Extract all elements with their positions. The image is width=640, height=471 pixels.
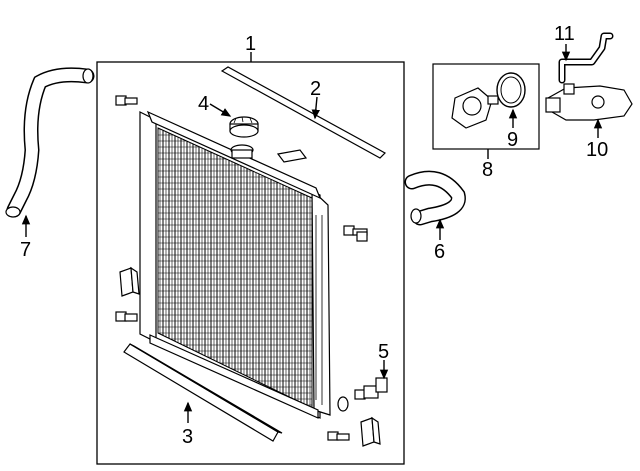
leader-lines xyxy=(21,44,603,423)
drain-plug xyxy=(337,377,388,412)
bolt-left-lower xyxy=(115,311,138,322)
radiator-seal-strip xyxy=(220,66,386,159)
radiator-core xyxy=(139,110,331,419)
callout-7: 7 xyxy=(20,239,31,261)
bolt-top-left xyxy=(115,95,138,106)
callout-11: 11 xyxy=(554,23,575,45)
bolt-bottom xyxy=(327,431,350,441)
thermostat xyxy=(451,87,499,129)
callout-2: 2 xyxy=(310,78,321,100)
radiator-filler-neck xyxy=(230,144,254,159)
bolt-right-mid xyxy=(343,225,368,242)
bypass-pipe xyxy=(558,32,614,84)
lower-seal xyxy=(123,343,283,442)
callout-8: 8 xyxy=(482,159,493,181)
radiator-label-plate xyxy=(276,149,308,163)
callout-1: 1 xyxy=(245,33,256,55)
lower-radiator-hose xyxy=(404,170,466,226)
callout-6: 6 xyxy=(434,241,445,263)
radiator-cap xyxy=(229,116,259,138)
upper-radiator-hose xyxy=(5,67,95,218)
rubber-mount-left xyxy=(119,266,140,297)
callout-3: 3 xyxy=(182,426,193,448)
thermostat-housing xyxy=(545,83,633,121)
thermostat-kit-frame xyxy=(432,63,540,150)
callout-9: 9 xyxy=(507,129,518,151)
thermostat-gasket xyxy=(496,72,526,108)
rubber-mount-bottom xyxy=(360,416,381,447)
callout-5: 5 xyxy=(378,341,389,363)
callout-10: 10 xyxy=(586,139,608,161)
callout-4: 4 xyxy=(198,93,209,115)
